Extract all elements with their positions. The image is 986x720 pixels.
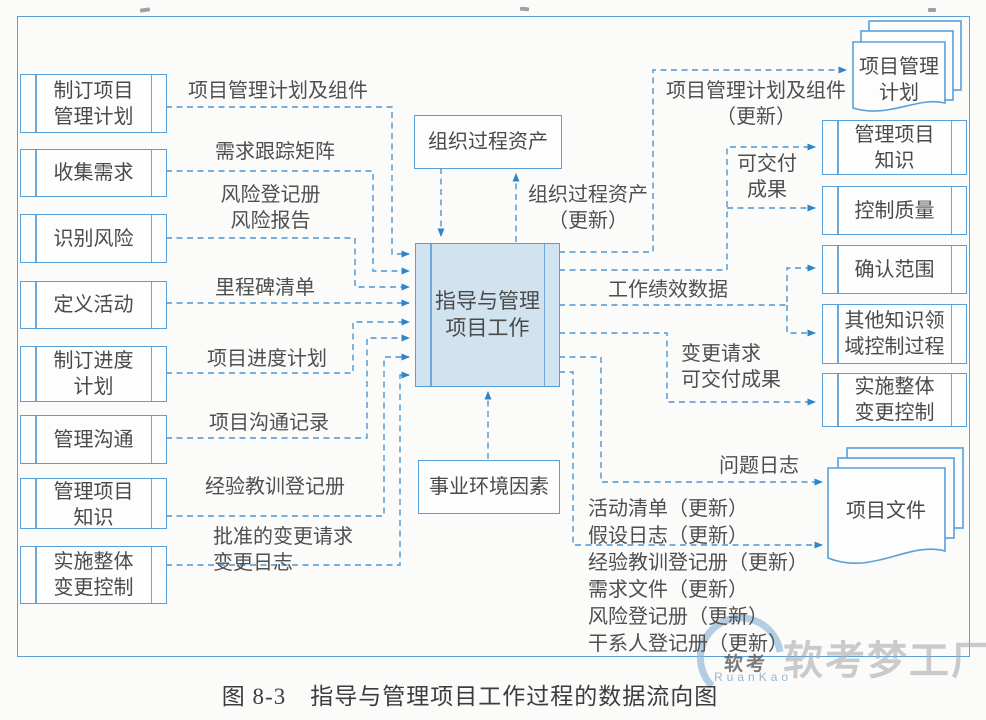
update-item-risk-register: 风险登记册（更新） — [588, 606, 768, 628]
process-define-activities: 定义活动 — [20, 281, 167, 329]
update-item-requirements-documentation: 需求文件（更新） — [588, 579, 748, 601]
watermark-logo-text: 软考 — [724, 654, 769, 675]
pm-plan-doc-icon — [852, 20, 962, 112]
process-other-knowledge-area-controls: 其他知识领 域控制过程 — [822, 304, 967, 364]
process-develop-pm-plan: 制订项目 管理计划 — [20, 74, 167, 133]
flow-label-milestone-list: 里程碑清单 — [215, 277, 315, 299]
flow-label-project-schedule: 项目进度计划 — [207, 348, 327, 370]
update-item-activity-list: 活动清单（更新） — [588, 498, 748, 520]
flow-label-lessons-learned-register: 经验教训登记册 — [205, 476, 345, 498]
process-perform-integrated-change-control-left: 实施整体 变更控制 — [20, 546, 167, 604]
watermark-logo-subtext: RuanKao — [714, 670, 793, 684]
process-collect-requirements: 收集需求 — [20, 149, 167, 197]
process-manage-knowledge-right: 管理项目 知识 — [822, 120, 967, 175]
process-direct-and-manage-project-work: 指导与管理 项目工作 — [415, 243, 560, 387]
pm-plan-doc-label: 项目管理 计划 — [859, 56, 939, 104]
flow-label-project-communications: 项目沟通记录 — [209, 412, 329, 434]
flow-label-deliverables: 可交付 成果 — [737, 153, 797, 202]
process-perform-integrated-change-control-right: 实施整体 变更控制 — [822, 373, 967, 427]
flow-label-issue-log: 问题日志 — [719, 455, 799, 477]
flow-label-risk-register-report: 风险登记册 风险报告 — [220, 184, 321, 233]
process-manage-communications: 管理沟通 — [20, 415, 167, 464]
process-validate-scope: 确认范围 — [822, 245, 967, 294]
process-develop-schedule: 制订进度 计划 — [20, 346, 167, 402]
watermark-logo-arc — [696, 614, 784, 689]
figure-caption: 图 8-3 指导与管理项目工作过程的数据流向图 — [221, 684, 719, 709]
node-organizational-process-assets: 组织过程资产 — [414, 115, 562, 169]
project-files-doc-label: 项目文件 — [846, 500, 926, 522]
flow-label-change-requests-deliverables: 变更请求 可交付成果 — [681, 343, 781, 392]
scan-artifact — [928, 8, 936, 12]
flow-label-approved-change-requests: 批准的变更请求 变更日志 — [213, 526, 353, 575]
flow-label-pm-plan-update: 项目管理计划及组件 （更新） — [666, 80, 846, 129]
process-identify-risks: 识别风险 — [20, 214, 167, 263]
update-item-stakeholder-register: 干系人登记册（更新） — [588, 633, 788, 655]
flow-label-opa-update: 组织过程资产 （更新） — [528, 184, 648, 233]
flow-label-pm-plan-components: 项目管理计划及组件 — [188, 80, 368, 102]
update-item-assumption-log: 假设日志（更新） — [588, 525, 748, 547]
node-enterprise-environmental-factors: 事业环境因素 — [418, 460, 560, 514]
flow-label-requirements-traceability-matrix: 需求跟踪矩阵 — [215, 141, 335, 163]
project-files-doc-icon — [827, 447, 964, 564]
flow-label-work-performance-data: 工作绩效数据 — [608, 279, 728, 301]
update-item-lessons-learned-register: 经验教训登记册（更新） — [588, 552, 808, 574]
watermark-brand: 软考梦工厂 — [783, 639, 986, 683]
process-control-quality: 控制质量 — [822, 186, 967, 235]
diagram-frame — [17, 16, 970, 657]
process-manage-knowledge-left: 管理项目 知识 — [20, 478, 167, 529]
